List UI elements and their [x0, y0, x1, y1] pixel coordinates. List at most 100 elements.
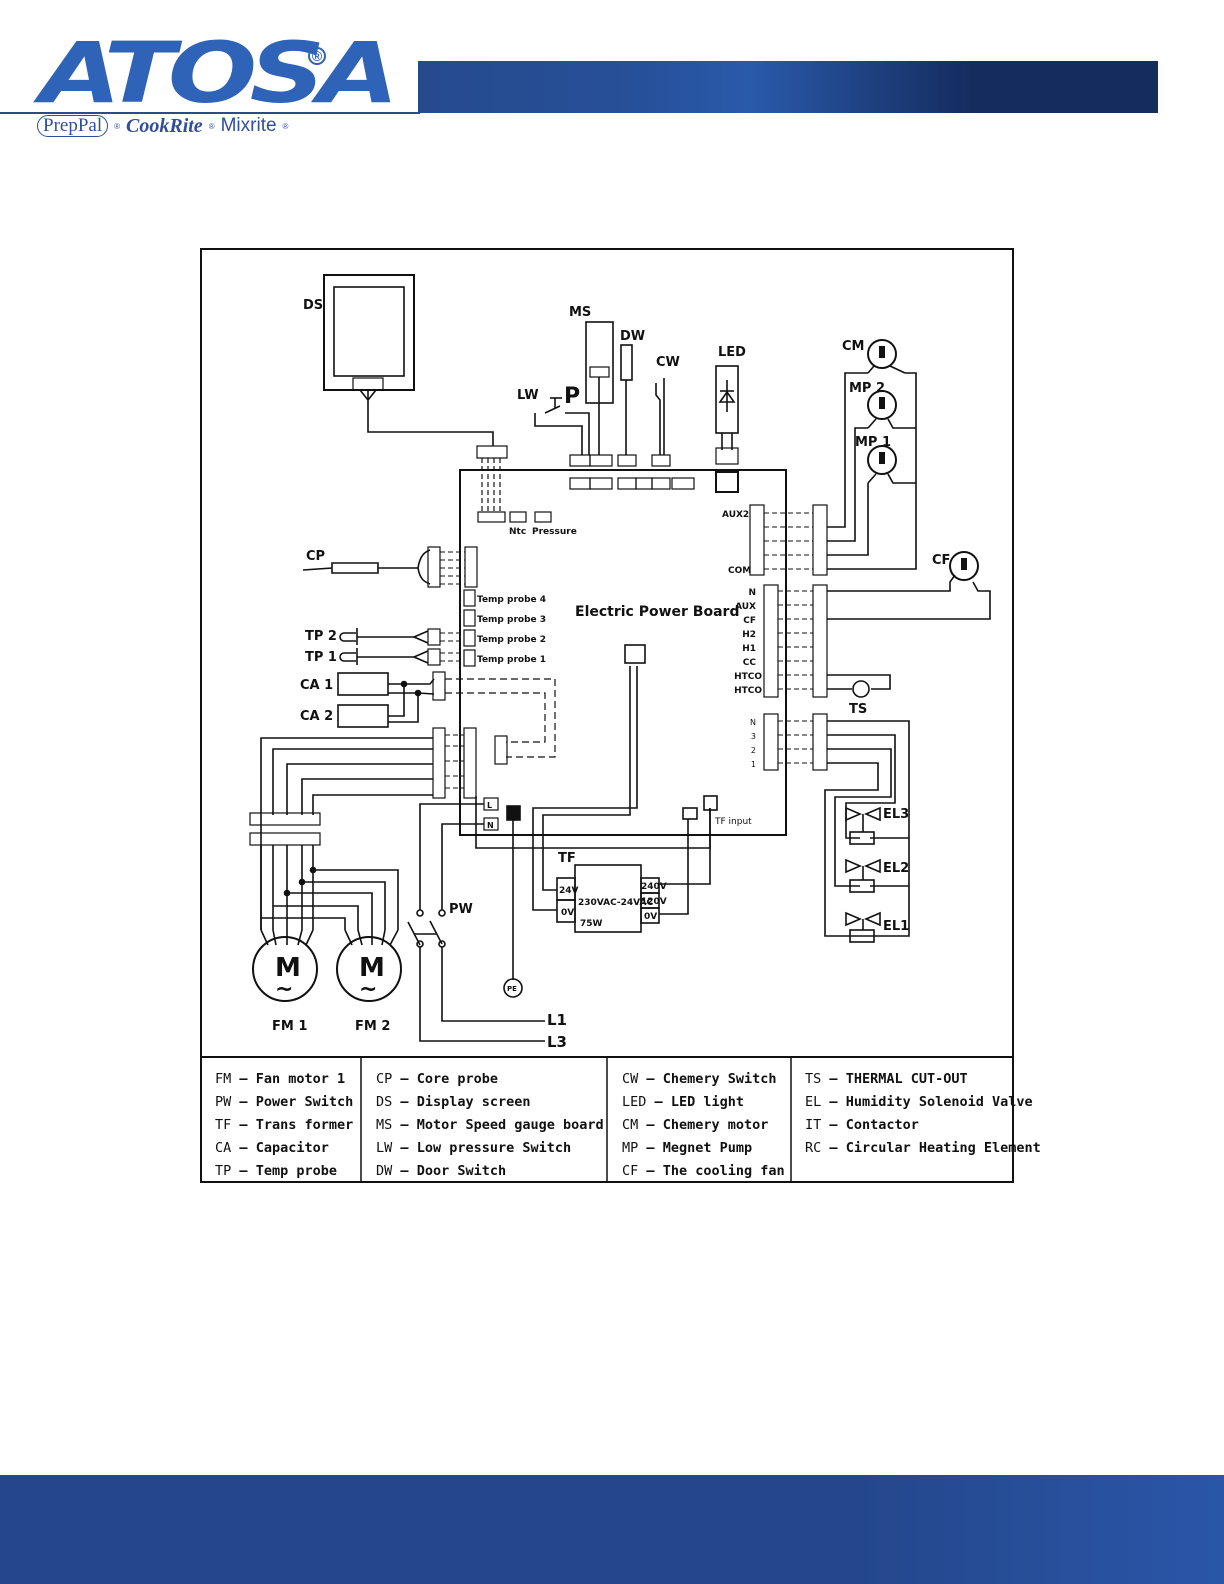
- label-pw: PW: [449, 902, 473, 917]
- el-terminal-1: 1: [751, 760, 756, 769]
- thermal-cutout: [852, 680, 870, 698]
- chemery-switch: [655, 378, 665, 455]
- footer-banner: [0, 1475, 1224, 1584]
- legend-item: DS — Display screen: [376, 1091, 607, 1114]
- main-terminal-block: [763, 551, 991, 698]
- led-light: [715, 365, 739, 493]
- label-lw: LW: [517, 388, 539, 403]
- power-wiring: [407, 796, 711, 1042]
- legend-dash: —: [829, 1117, 838, 1133]
- legend-item: MS — Motor Speed gauge board: [376, 1114, 607, 1137]
- terminal-n-power: N: [487, 821, 494, 830]
- legend-code: CA: [215, 1140, 232, 1156]
- motor-speed-board: [585, 321, 614, 455]
- legend-code: LED: [622, 1094, 647, 1110]
- legend-item: PW — Power Switch: [215, 1091, 361, 1114]
- label-cf: CF: [932, 553, 950, 568]
- legend-description: Fan motor 1: [255, 1071, 346, 1087]
- fm1-tilde: ~: [275, 977, 293, 1002]
- legend-code: DS: [376, 1094, 393, 1110]
- legend-dash: —: [829, 1094, 838, 1110]
- solenoid-valve-el3: [845, 806, 881, 845]
- legend-dash: —: [400, 1163, 409, 1179]
- label-cm: CM: [842, 339, 864, 354]
- terminal-htco-1: HTCO: [734, 672, 762, 682]
- label-temp-probe-1: Temp probe 1: [477, 655, 546, 665]
- legend-code: CW: [622, 1071, 639, 1087]
- legend-description: Door Switch: [416, 1163, 507, 1179]
- label-ca2: CA 2: [300, 709, 333, 724]
- label-l3: L3: [547, 1033, 567, 1051]
- legend-dash: —: [239, 1117, 248, 1133]
- board-title: Electric Power Board: [575, 604, 739, 620]
- legend-dash: —: [400, 1071, 409, 1087]
- legend-code: LW: [376, 1140, 393, 1156]
- terminal-aux: AUX: [735, 602, 756, 612]
- electric-power-board: [459, 469, 787, 836]
- legend-description: Capacitor: [255, 1140, 329, 1156]
- legend-dash: —: [239, 1163, 248, 1179]
- legend-description: Chemery motor: [662, 1117, 769, 1133]
- label-mp2: MP 2: [849, 381, 885, 396]
- tf-tap-24v: 24V: [559, 886, 579, 896]
- label-com: COM: [728, 566, 751, 576]
- legend-code: EL: [805, 1094, 822, 1110]
- legend-description: THERMAL CUT-OUT: [845, 1071, 968, 1087]
- tf-power: 75W: [580, 919, 603, 929]
- legend-code: MP: [622, 1140, 639, 1156]
- legend-item: RC — Circular Heating Element: [805, 1137, 1041, 1160]
- legend-item: TS — THERMAL CUT-OUT: [805, 1068, 1014, 1091]
- label-pressure: Pressure: [532, 527, 577, 537]
- label-tp2: TP 2: [305, 629, 337, 644]
- transformer: [532, 644, 718, 933]
- terminal-l: L: [487, 801, 492, 810]
- el-terminal-2: 2: [751, 746, 756, 755]
- legend-item: TP — Temp probe: [215, 1160, 361, 1183]
- label-pe: PE: [507, 985, 517, 993]
- label-temp-probe-4: Temp probe 4: [477, 595, 546, 605]
- magnet-pump-2: [867, 390, 897, 420]
- label-el2: EL2: [883, 861, 909, 876]
- legend-code: DW: [376, 1163, 393, 1179]
- legend-description: The cooling fan: [662, 1163, 785, 1179]
- label-cp: CP: [306, 549, 325, 564]
- legend-code: IT: [805, 1117, 822, 1133]
- low-pressure-switch: [534, 397, 590, 455]
- sub-brands: PrepPal® CookRite® Mixrite®: [37, 113, 288, 139]
- legend-description: Trans former: [255, 1117, 354, 1133]
- wiring-diagram: DS MS DW CW LED LW P CM MP 2 MP 1 CF CP …: [200, 248, 1014, 1183]
- tf-tap-0v-left: 0V: [561, 908, 574, 918]
- terminal-h1: H1: [742, 644, 756, 654]
- legend-dash: —: [829, 1140, 838, 1156]
- el-terminal-3: 3: [751, 732, 756, 741]
- temp-probe-1: [339, 648, 464, 666]
- legend-item: EL — Humidity Solenoid Valve: [805, 1091, 1033, 1114]
- legend-dash: —: [239, 1094, 248, 1110]
- label-tf-input: TF input: [714, 817, 752, 827]
- tf-tap-120v: 120V: [641, 897, 667, 907]
- legend-item: MP — Megnet Pump: [622, 1137, 791, 1160]
- temp-probe-2: [339, 628, 464, 646]
- legend-description: LED light: [670, 1094, 744, 1110]
- legend-item: DW — Door Switch: [376, 1160, 607, 1183]
- label-ds: DS: [303, 298, 323, 313]
- legend-description: Core probe: [416, 1071, 498, 1087]
- label-temp-probe-2: Temp probe 2: [477, 635, 546, 645]
- label-cw: CW: [656, 355, 680, 370]
- legend-description: Temp probe: [255, 1163, 337, 1179]
- el-terminal-block: [763, 713, 910, 943]
- legend-item: CP — Core probe: [376, 1068, 607, 1091]
- legend-description: Power Switch: [255, 1094, 354, 1110]
- legend-description: Contactor: [845, 1117, 919, 1133]
- logo-wordmark: ATOSA: [40, 24, 399, 122]
- legend-dash: —: [400, 1140, 409, 1156]
- legend-code: TF: [215, 1117, 232, 1133]
- legend-description: Motor Speed gauge board: [416, 1117, 604, 1133]
- legend-code: CF: [622, 1163, 639, 1179]
- label-ms: MS: [569, 305, 591, 320]
- legend-dash: —: [829, 1071, 838, 1087]
- solenoid-valve-el1: [845, 911, 881, 943]
